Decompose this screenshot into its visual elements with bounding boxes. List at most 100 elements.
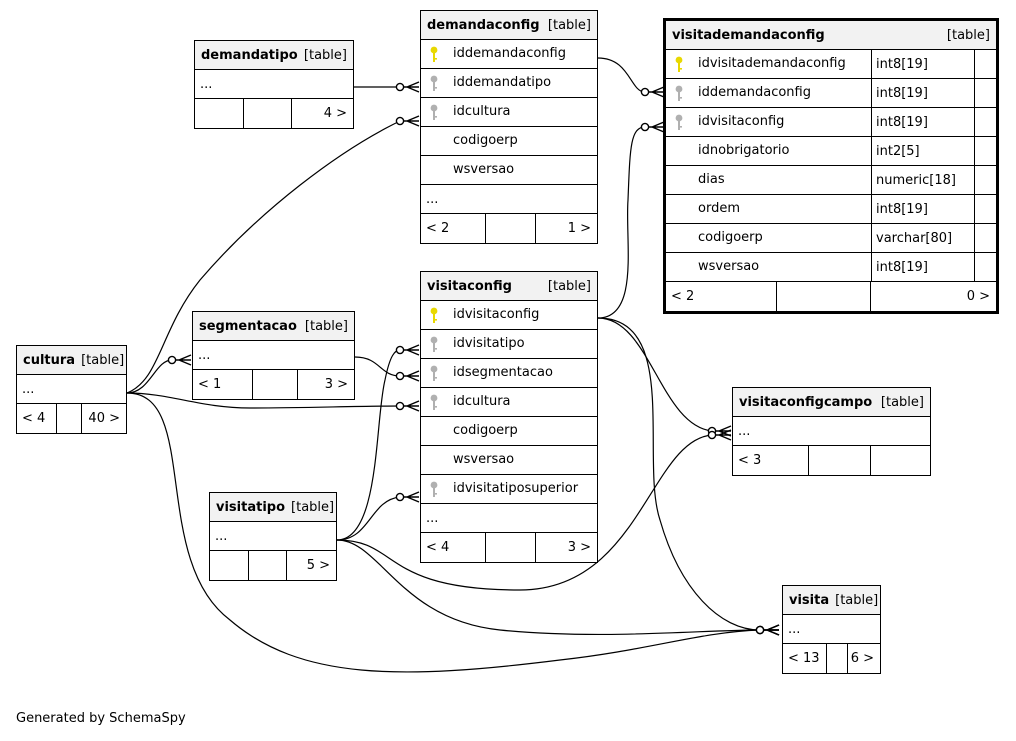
table-demandatipo[interactable]: demandatipo[table]...4 > — [194, 40, 354, 129]
table-cultura[interactable]: cultura [table]... < 4 40 > — [16, 345, 127, 434]
column-row[interactable]: idcultura — [421, 98, 597, 127]
table-name[interactable]: segmentacao — [199, 318, 297, 334]
column-name: wsversao — [453, 452, 515, 467]
parents-count[interactable]: < 1 — [198, 377, 222, 392]
more-columns-ellipsis[interactable]: ... — [210, 522, 336, 551]
table-header[interactable]: cultura [table] — [17, 346, 126, 375]
more-columns-ellipsis[interactable]: ... — [783, 615, 880, 644]
scroll-gutter — [974, 137, 996, 165]
column-name: wsversao — [453, 162, 515, 177]
parents-count[interactable] — [195, 99, 243, 128]
column-row[interactable]: iddemandaconfig — [421, 40, 597, 69]
scroll-gutter — [974, 224, 996, 252]
parents-count[interactable]: < 13 — [788, 651, 820, 666]
table-visitatipo[interactable]: visitatipo[table]...5 > — [209, 492, 337, 581]
column-row[interactable]: wsversao — [421, 156, 597, 185]
column-row[interactable]: idvisitatiposuperior — [421, 475, 597, 504]
table-segmentacao[interactable]: segmentacao [table]... < 1 3 > — [192, 311, 355, 400]
parents-count[interactable]: < 4 — [22, 411, 46, 426]
table-header[interactable]: visita[table] — [783, 586, 880, 615]
many-crowfoot-marker — [649, 86, 665, 98]
columns-spacer — [808, 446, 870, 475]
scroll-gutter — [974, 108, 996, 136]
table-visitaconfig[interactable]: visitaconfig [table] idvisitaconfig idvisit… — [420, 271, 598, 563]
table-visitaconfigcampo[interactable]: visitaconfigcampo[table]... < 3 — [732, 387, 931, 476]
more-columns-ellipsis[interactable]: ... — [733, 417, 930, 446]
table-visitademandaconfig[interactable]: visitademandaconfig[table]idvisitademand… — [663, 18, 999, 314]
children-count[interactable]: 0 > — [870, 282, 996, 311]
parents-count[interactable]: < 4 — [426, 540, 450, 555]
edge-cultura-visitaconfig — [126, 392, 401, 409]
column-name: idvisitademandaconfig — [698, 56, 846, 71]
scroll-gutter — [974, 166, 996, 194]
edge-visitatipo-visitaconfigcampo — [336, 434, 713, 591]
column-name: idvisitaconfig — [453, 307, 540, 322]
column-row[interactable]: wsversao — [421, 446, 597, 475]
table-nav-row: < 1 3 > — [193, 370, 354, 399]
children-count[interactable]: 3 > — [297, 370, 354, 399]
column-name: codigoerp — [453, 423, 518, 438]
children-count[interactable]: 5 > — [286, 551, 336, 580]
table-name[interactable]: demandatipo — [201, 47, 298, 63]
table-name[interactable]: visitaconfig — [427, 278, 512, 294]
more-columns-ellipsis[interactable]: ... — [421, 185, 597, 214]
table-name[interactable]: visitatipo — [216, 499, 286, 515]
table-header[interactable]: demandatipo[table] — [195, 41, 353, 70]
many-crowfoot-marker — [764, 624, 780, 636]
primary-key-icon — [675, 56, 683, 72]
table-nav-row: < 2 0 > — [666, 282, 996, 311]
column-row[interactable]: idcultura — [421, 388, 597, 417]
column-name: dias — [698, 172, 725, 187]
more-columns-ellipsis[interactable]: ... — [421, 504, 597, 533]
column-row[interactable]: idsegmentacao — [421, 359, 597, 388]
column-row[interactable]: codigoerp — [421, 127, 597, 156]
parents-count[interactable]: < 2 — [426, 221, 450, 236]
children-count[interactable]: 6 > — [847, 644, 880, 673]
column-name: codigoerp — [453, 133, 518, 148]
children-count[interactable] — [870, 446, 930, 475]
column-type: int2[5] — [871, 137, 974, 165]
parents-count[interactable] — [210, 551, 248, 580]
columns-spacer — [56, 404, 81, 433]
table-header[interactable]: visitaconfig [table] — [421, 272, 597, 301]
table-type-label: [table] — [304, 318, 348, 334]
more-columns-ellipsis[interactable]: ... — [193, 341, 354, 370]
table-type-label: [table] — [81, 352, 125, 368]
more-columns-ellipsis[interactable]: ... — [17, 375, 126, 404]
edge-visitaconfig-visitademandaconfig — [597, 126, 646, 319]
table-header[interactable]: visitatipo[table] — [210, 493, 336, 522]
table-header[interactable]: visitademandaconfig[table] — [666, 21, 996, 50]
column-row[interactable]: iddemandatipo — [421, 69, 597, 98]
table-header[interactable]: segmentacao [table] — [193, 312, 354, 341]
table-name[interactable]: visita — [789, 592, 830, 608]
parents-count[interactable]: < 2 — [671, 289, 695, 304]
more-columns-ellipsis[interactable]: ... — [195, 70, 353, 99]
table-nav-row: 5 > — [210, 551, 336, 580]
column-row[interactable]: idvisitatipo — [421, 330, 597, 359]
children-count[interactable]: 3 > — [535, 533, 597, 562]
column-name: iddemandaconfig — [698, 85, 811, 100]
column-row[interactable]: idvisitaconfig — [421, 301, 597, 330]
table-visita[interactable]: visita[table]... < 13 6 > — [782, 585, 881, 674]
table-name[interactable]: visitaconfigcampo — [739, 394, 873, 410]
table-name[interactable]: visitademandaconfig — [672, 27, 825, 43]
table-header[interactable]: visitaconfigcampo[table] — [733, 388, 930, 417]
parents-count[interactable]: < 3 — [738, 453, 762, 468]
children-count[interactable]: 4 > — [291, 99, 353, 128]
table-type-label: [table] — [547, 278, 591, 294]
children-count[interactable]: 1 > — [535, 214, 597, 243]
column-row[interactable]: codigoerp — [421, 417, 597, 446]
table-name[interactable]: demandaconfig — [427, 17, 540, 33]
children-count[interactable]: 40 > — [81, 404, 126, 433]
table-name[interactable]: cultura — [23, 352, 76, 368]
table-header[interactable]: demandaconfig[table] — [421, 11, 597, 40]
